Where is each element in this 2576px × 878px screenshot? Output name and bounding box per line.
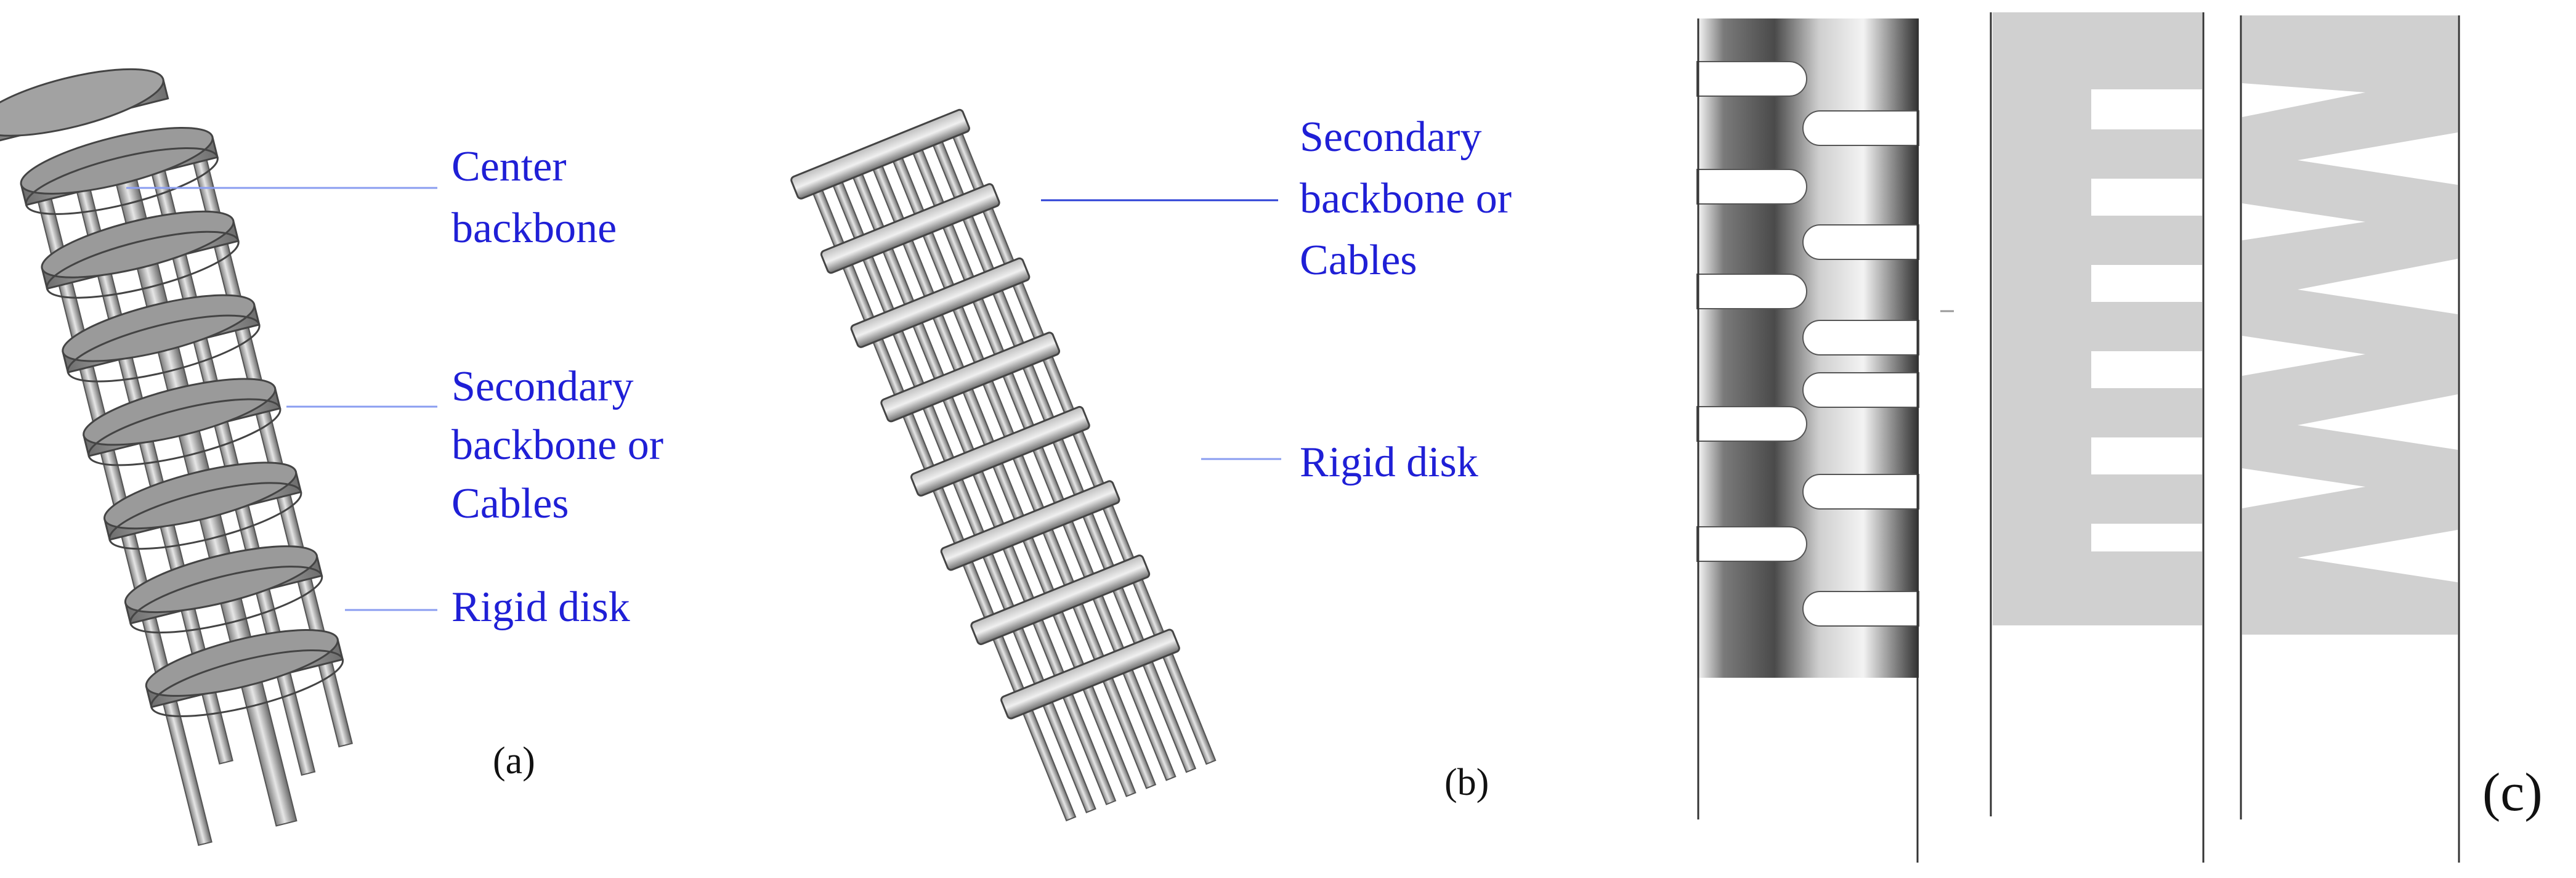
rigid-disk	[910, 405, 1090, 497]
rigid-disk	[20, 126, 219, 215]
caption-c: (c)	[2482, 763, 2543, 823]
rigid-disk	[940, 480, 1120, 571]
tube-notches	[1696, 61, 1919, 627]
label-center-backbone: Center backbone	[452, 143, 617, 252]
rigid-disk	[970, 554, 1151, 645]
rigid-disk	[41, 210, 240, 299]
rigid-disk	[62, 294, 261, 383]
rigid-disk	[880, 331, 1061, 423]
rigid-disk	[820, 183, 1000, 274]
caption-b: (b)	[1444, 762, 1489, 803]
caption-a: (a)	[493, 740, 535, 782]
panel-c-slot-pattern	[1990, 12, 2205, 863]
rigid-disk	[1000, 628, 1180, 720]
panel-b	[790, 108, 1217, 822]
rigid-disk	[850, 257, 1031, 348]
label-secondary-backbone-b: Secondary backbone or Cables	[1300, 113, 1523, 284]
panel-a-top-disk	[0, 68, 169, 146]
panel-a-leaders	[126, 187, 437, 611]
rigid-disk	[103, 461, 302, 550]
label-secondary-backbone-a: Secondary backbone or Cables	[452, 363, 674, 527]
rigid-disk	[83, 378, 281, 466]
panel-a	[0, 68, 353, 847]
rigid-disk	[790, 108, 970, 200]
rigid-disk	[145, 629, 344, 717]
rigid-disk	[124, 545, 323, 634]
panel-b-leaders	[1041, 199, 1281, 460]
label-rigid-disk-a: Rigid disk	[452, 583, 630, 631]
panel-a-disks	[20, 126, 344, 717]
panel-c-notched-tube	[1696, 18, 1954, 863]
label-rigid-disk-b: Rigid disk	[1300, 439, 1478, 486]
panel-b-disks	[790, 108, 1180, 720]
panel-c-zigzag-pattern	[2240, 15, 2460, 863]
